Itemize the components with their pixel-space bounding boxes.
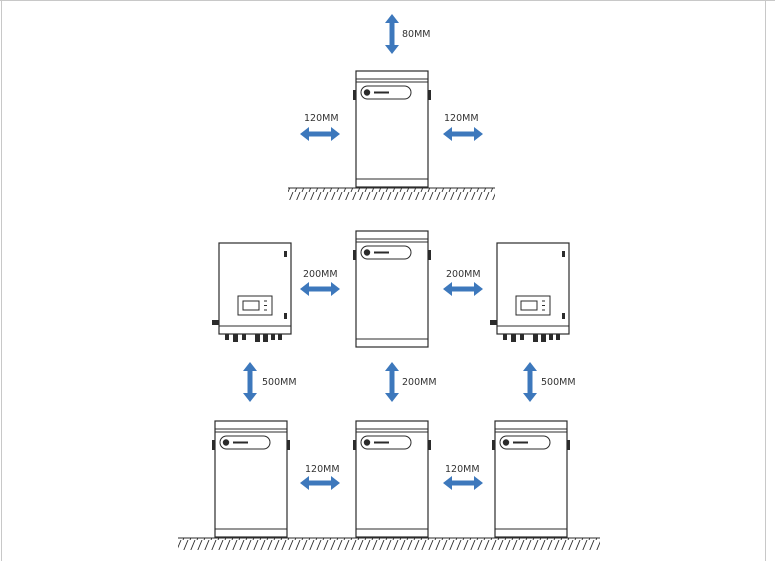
vertical-left-clearance-label: 500MM [262, 377, 297, 388]
frame-left-line [1, 0, 2, 561]
inverter-right [489, 242, 570, 343]
top-ground-hatching [288, 187, 495, 200]
inverter-left-clearance-arrow [300, 282, 340, 296]
top-clearance-label: 80MM [402, 29, 430, 40]
top-left-clearance-label: 120MM [304, 113, 339, 124]
vertical-left-clearance-arrow [243, 362, 257, 402]
top-left-clearance-arrow [300, 127, 340, 141]
top-clearance-arrow [385, 14, 399, 54]
vertical-right-clearance-label: 500MM [541, 377, 576, 388]
vertical-center-clearance-arrow [385, 362, 399, 402]
bottom-ground-hatching [178, 537, 600, 550]
battery-cabinet-middle [352, 230, 432, 348]
vertical-center-clearance-label: 200MM [402, 377, 437, 388]
bottom-left-clearance-arrow [300, 476, 340, 490]
battery-cabinet-bottom-left [211, 420, 291, 538]
battery-cabinet-bottom-right [491, 420, 571, 538]
vertical-right-clearance-arrow [523, 362, 537, 402]
bottom-left-clearance-label: 120MM [305, 464, 340, 475]
inverter-left-clearance-label: 200MM [303, 269, 338, 280]
frame-top-line [0, 0, 775, 1]
bottom-right-clearance-arrow [443, 476, 483, 490]
top-right-clearance-arrow [443, 127, 483, 141]
bottom-right-clearance-label: 120MM [445, 464, 480, 475]
inverter-right-clearance-label: 200MM [446, 269, 481, 280]
frame-right-line [765, 0, 766, 561]
battery-cabinet-bottom-center [352, 420, 432, 538]
inverter-right-clearance-arrow [443, 282, 483, 296]
inverter-left [211, 242, 292, 343]
battery-cabinet-top [352, 70, 432, 188]
top-right-clearance-label: 120MM [444, 113, 479, 124]
